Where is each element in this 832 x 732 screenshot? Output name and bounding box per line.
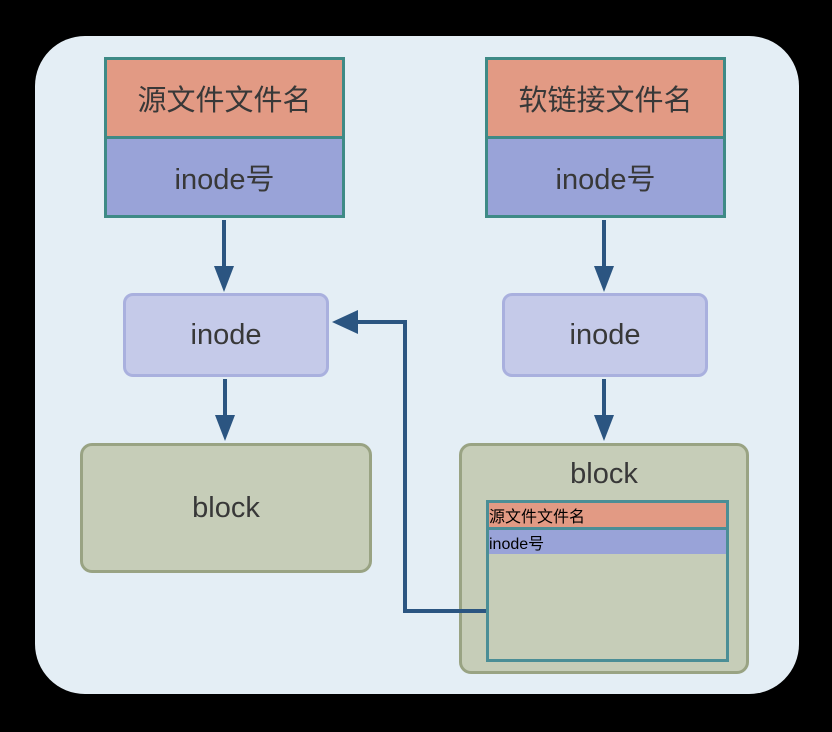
inner-inode-number-cell: inode号 <box>489 527 726 554</box>
source-inode-number-cell: inode号 <box>107 136 342 215</box>
softlink-inode-number-cell: inode号 <box>488 136 723 215</box>
softlink-block-inner-entry-box: 源文件文件名 inode号 <box>486 500 729 662</box>
softlink-inode-label: inode <box>569 318 641 351</box>
softlink-inode-number-label: inode号 <box>555 164 656 196</box>
softlink-inode-box: inode <box>502 293 708 377</box>
source-filename-cell: 源文件文件名 <box>107 60 342 136</box>
inner-source-filename-label: 源文件文件名 <box>489 509 586 526</box>
softlink-filename-cell: 软链接文件名 <box>488 60 723 136</box>
source-filename-label: 源文件文件名 <box>137 85 312 117</box>
source-block-label: block <box>192 491 260 524</box>
source-inode-label: inode <box>190 318 262 351</box>
inner-inode-number-label: inode号 <box>489 536 545 553</box>
source-file-entry-box: 源文件文件名 inode号 <box>104 57 345 218</box>
source-inode-number-label: inode号 <box>174 164 275 196</box>
source-inode-box: inode <box>123 293 329 377</box>
source-block-box: block <box>80 443 372 573</box>
softlink-block-box: block 源文件文件名 inode号 <box>459 443 749 674</box>
softlink-filename-label: 软链接文件名 <box>518 85 693 117</box>
softlink-block-label: block <box>570 458 638 490</box>
diagram-panel: 源文件文件名 inode号 软链接文件名 inode号 inode inode … <box>35 36 799 694</box>
softlink-file-entry-box: 软链接文件名 inode号 <box>485 57 726 218</box>
inner-source-filename-cell: 源文件文件名 <box>489 503 726 527</box>
